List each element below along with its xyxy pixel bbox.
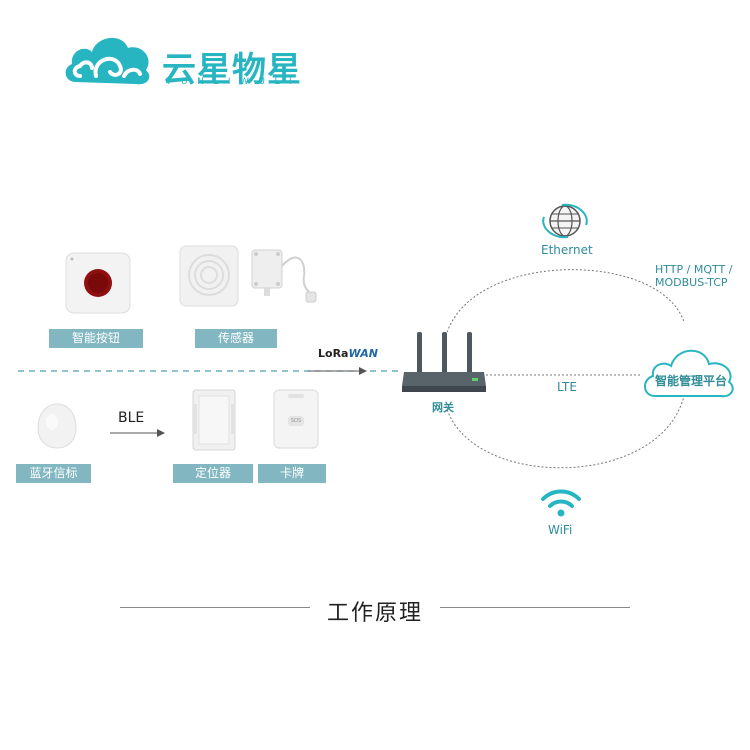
caption-title: 工作原理 bbox=[326, 601, 423, 626]
water-sensor-icon bbox=[251, 249, 317, 303]
brand-subtitle: YUNLIWULI bbox=[166, 77, 302, 87]
caption-rule-left bbox=[120, 607, 310, 608]
wifi-label: WiFi bbox=[548, 523, 573, 537]
lte-label: LTE bbox=[557, 380, 577, 394]
globe-icon bbox=[542, 203, 588, 239]
wifi-arc bbox=[445, 395, 685, 469]
tag-card: 卡牌 bbox=[258, 464, 326, 483]
gateway-router-icon bbox=[402, 332, 486, 392]
smart-button-icon bbox=[65, 252, 131, 314]
ble-label: BLE bbox=[118, 410, 145, 426]
gateway-label: 网关 bbox=[432, 401, 454, 414]
card-sos-badge: SOS bbox=[288, 416, 304, 426]
sensor-hub-icon bbox=[179, 245, 239, 307]
lorawan-label: LoRaWAN bbox=[318, 347, 378, 360]
tag-ble-beacon: 蓝牙信标 bbox=[16, 464, 91, 483]
tag-locator: 定位器 bbox=[173, 464, 253, 483]
protocol-line-1: HTTP / MQTT / bbox=[655, 263, 733, 276]
platform-label: 智能管理平台 bbox=[655, 374, 728, 388]
ble-beacon-icon bbox=[37, 403, 77, 449]
caption-rule-right bbox=[440, 607, 630, 608]
brand-name: 云星物星 bbox=[162, 50, 302, 90]
ethernet-arc bbox=[445, 269, 685, 337]
locator-icon bbox=[192, 389, 236, 451]
tag-sensor: 传感器 bbox=[195, 329, 277, 348]
cloud-logo-icon bbox=[65, 37, 150, 85]
tag-smart-button: 智能按钮 bbox=[49, 329, 143, 348]
wifi-icon bbox=[541, 489, 581, 517]
lorawan-wan: WAN bbox=[348, 347, 378, 360]
ethernet-label: Ethernet bbox=[541, 243, 593, 257]
protocol-line-2: MODBUS-TCP bbox=[655, 276, 728, 289]
cloud-platform-icon bbox=[644, 349, 734, 398]
lorawan-lora: LoRa bbox=[318, 347, 349, 360]
